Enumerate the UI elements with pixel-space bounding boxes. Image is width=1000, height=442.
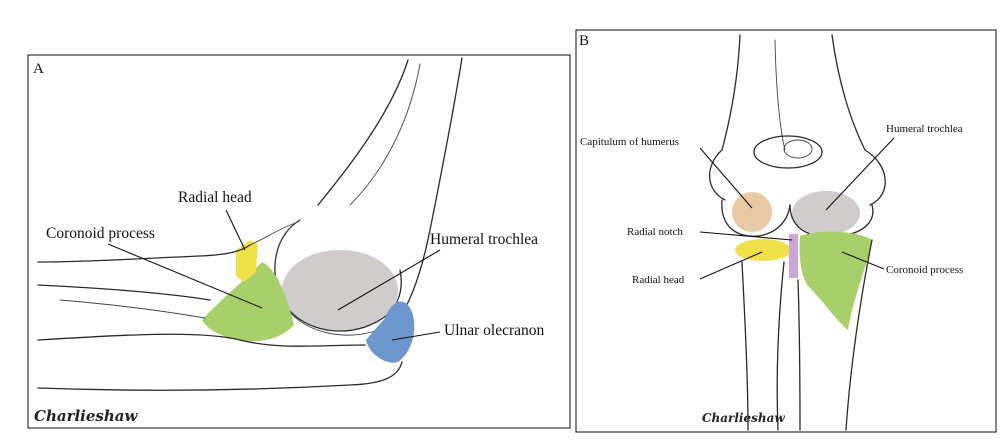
forearm-upper-edge [37,244,251,263]
forearm-mid-edge [37,284,211,301]
radial-head-b-shape [735,239,791,261]
label-humeral-trochlea-a: Humeral trochlea [430,231,538,248]
panel-b-frame [575,29,997,433]
panel-a-label: A [33,61,44,77]
label-humeral-trochlea-b: Humeral trochlea [886,123,963,135]
ulnar-olecranon-shape [366,301,415,363]
signature-b: Charlieshaw [702,411,785,425]
radius-left-edge [741,261,749,431]
label-coronoid-process-a: Coronoid process [46,225,155,242]
capitulum-outline [721,199,791,237]
panel-a-frame [27,54,571,429]
humeral-trochlea-shape [282,250,398,330]
humerus-shaft-back [397,57,463,321]
leader-coronoid-process-a [107,243,263,309]
leader-radial-head-a [225,209,246,251]
olecranon-fossa [753,135,823,169]
medial-epicondyle [864,149,886,206]
leader-radial-notch-b [699,231,793,241]
humerus-shaft-line [349,63,421,206]
ulna-left-edge [797,279,801,431]
radius-right-edge [776,261,785,431]
capitulum-shape [732,192,772,232]
humerus-b-left [721,34,741,151]
humerus-b-right [831,34,866,151]
forearm-lower-edge [37,333,366,347]
leader-humeral-trochlea-a [337,249,441,311]
lateral-epicondyle [709,149,726,201]
humerus-shaft-front [317,59,409,206]
ulna-right-edge [845,239,873,431]
humerus-b-mid [774,39,786,151]
panel-b-label: B [579,33,589,49]
ulna-bottom-edge [37,361,403,391]
signature-a: Charlieshaw [34,407,138,425]
leader-humeral-trochlea-b [825,137,895,211]
leader-radial-head-b [699,251,763,280]
label-radial-head-b: Radial head [632,274,685,286]
radial-notch-shape [789,234,798,278]
fossa-inner [783,139,813,159]
leader-capitulum-b [699,147,753,209]
label-radial-head-a: Radial head [178,189,252,206]
coronoid-process-b-shape [799,231,872,330]
humeral-trochlea-b-shape [792,191,860,235]
leader-coronoid-process-b [841,251,885,270]
leader-ulnar-olecranon-a [391,331,441,341]
label-radial-notch-b: Radial notch [627,226,683,238]
forearm-inner-line [59,299,206,319]
label-coronoid-process-b: Coronoid process [886,264,963,276]
panel-a: A Radial head Coronoid process Humeral t… [27,54,571,429]
label-capitulum-b: Capitulum of humerus [580,136,679,148]
panel-b: B Capitulum of humerus Humeral trochlea [575,29,997,433]
label-ulnar-olecranon-a: Ulnar olecranon [444,322,545,339]
radius-neck-line [249,221,299,246]
radial-head-shape [236,240,258,282]
